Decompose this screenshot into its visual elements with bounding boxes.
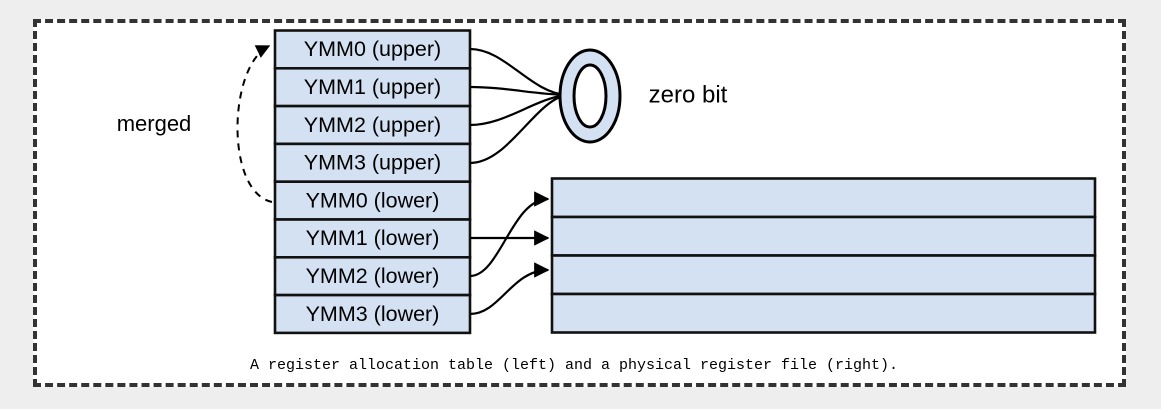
alloc-cell-label: YMM3 (upper) bbox=[304, 151, 441, 175]
table-row[interactable]: YMM2 (upper) bbox=[273, 104, 472, 146]
zero-bit-ellipse-inner bbox=[572, 63, 608, 129]
alloc-cell-ymm3-lower[interactable] bbox=[273, 293, 472, 335]
connector-ymm2-upper-to-zerobit bbox=[469, 93, 567, 127]
table-row[interactable]: YMM3 (lower) bbox=[273, 293, 472, 335]
table-row[interactable]: YMM1 (lower) bbox=[273, 218, 472, 259]
alloc-cell-label: YMM0 (lower) bbox=[306, 188, 440, 212]
alloc-cell-label: YMM1 (lower) bbox=[306, 226, 440, 250]
alloc-cell-label: YMM2 (upper) bbox=[304, 113, 441, 137]
alloc-cell-label: YMM2 (lower) bbox=[306, 264, 440, 288]
merged-dashed-arc bbox=[236, 45, 273, 203]
alloc-cell-ymm0-lower[interactable] bbox=[273, 180, 472, 221]
alloc-cell-label: YMM3 (lower) bbox=[306, 302, 440, 326]
figure-caption: A register allocation table (left) and a… bbox=[250, 357, 898, 374]
lower-to-file-connectors bbox=[469, 191, 550, 316]
merged-label: merged bbox=[117, 111, 192, 136]
allocation-table: YMM0 (upper) YMM1 (upper) YMM2 (upper) Y… bbox=[273, 29, 472, 335]
file-row-0[interactable] bbox=[550, 177, 1097, 219]
zero-bit-node[interactable]: zero bit bbox=[558, 48, 728, 144]
file-row-2[interactable] bbox=[550, 254, 1097, 296]
table-row[interactable]: YMM2 (lower) bbox=[273, 255, 472, 297]
upper-to-zerobit-connectors bbox=[469, 47, 567, 165]
connector-ymm3-lower-to-file-row2 bbox=[469, 262, 550, 316]
file-row-3[interactable] bbox=[550, 292, 1097, 334]
connector-ymm2-lower-to-file-row0 bbox=[469, 191, 550, 278]
connector-ymm0-upper-to-zerobit bbox=[469, 47, 567, 97]
connector-ymm1-upper-to-zerobit bbox=[469, 85, 567, 97]
file-row-1[interactable] bbox=[550, 215, 1097, 257]
merged-annotation: merged bbox=[117, 45, 273, 203]
table-row[interactable]: YMM3 (upper) bbox=[273, 142, 472, 183]
physical-register-file bbox=[550, 177, 1097, 334]
alloc-cell-ymm2-lower[interactable] bbox=[273, 255, 472, 297]
connector-ymm3-upper-to-zerobit bbox=[469, 93, 567, 165]
table-row[interactable]: YMM0 (upper) bbox=[273, 29, 472, 70]
alloc-cell-label: YMM1 (upper) bbox=[304, 75, 441, 99]
alloc-cell-label: YMM0 (upper) bbox=[304, 37, 441, 61]
table-row[interactable]: YMM1 (upper) bbox=[273, 67, 472, 108]
zero-bit-label: zero bit bbox=[649, 81, 728, 108]
table-row[interactable]: YMM0 (lower) bbox=[273, 180, 472, 221]
